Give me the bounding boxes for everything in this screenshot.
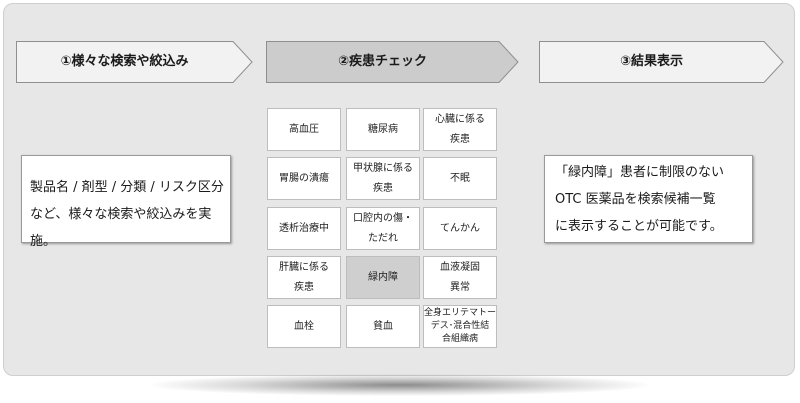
step-arrow-shape xyxy=(16,41,253,83)
step-result: ③結果表示 xyxy=(539,41,784,83)
disease-cell[interactable]: 透析治療中 xyxy=(267,207,341,250)
step-result-label: ③結果表示 xyxy=(619,54,683,69)
disease-cell[interactable]: 高血圧 xyxy=(267,108,341,151)
step-disease-check-label: ②疾患チェック xyxy=(337,54,427,69)
disease-cell[interactable]: 糖尿病 xyxy=(346,108,420,151)
result-description-line: OTC 医薬品を検索候補一覧 xyxy=(555,192,716,207)
step-disease-check: ②疾患チェック xyxy=(266,41,519,83)
step-arrow-shape xyxy=(539,41,784,83)
disease-cell[interactable]: 肝臓に係る 疾患 xyxy=(267,256,341,299)
panel-shadow xyxy=(150,374,650,396)
step-arrow-shape xyxy=(266,41,519,83)
disease-cell[interactable]: 不眠 xyxy=(423,157,497,200)
disease-cell[interactable]: 貧血 xyxy=(346,305,420,348)
search-description-box: 製品名 / 剤型 / 分類 / リスク区分 など、様々な検索や絞込みを実施。 xyxy=(21,155,231,249)
disease-cell[interactable]: 口腔内の傷・ ただれ xyxy=(346,207,420,250)
step-search: ①様々な検索や絞込み xyxy=(16,41,253,83)
disease-cell[interactable]: 甲状腺に係る 疾患 xyxy=(346,157,420,200)
disease-cell[interactable]: 胃腸の潰瘍 xyxy=(267,157,341,200)
disease-cell[interactable]: 全身エリテマトー デス･混合性結 合組織病 xyxy=(423,305,497,348)
disease-cell[interactable]: 緑内障 xyxy=(346,256,420,299)
disease-cell[interactable]: 心臓に係る 疾患 xyxy=(423,108,497,151)
result-description-line: に表示することが可能です。 xyxy=(555,219,723,234)
search-description-line: など、様々な検索や絞込みを実施。 xyxy=(30,207,212,249)
disease-cell[interactable]: 血液凝固 異常 xyxy=(423,256,497,299)
disease-cell[interactable]: てんかん xyxy=(423,207,497,250)
step-search-label: ①様々な検索や絞込み xyxy=(60,54,189,69)
result-description-line: 「緑内障」患者に制限のない xyxy=(555,165,725,180)
search-description-line: 製品名 / 剤型 / 分類 / リスク区分 xyxy=(30,180,224,195)
result-description-box: 「緑内障」患者に制限のない OTC 医薬品を検索候補一覧 に表示することが可能で… xyxy=(544,155,753,243)
disease-cell[interactable]: 血栓 xyxy=(267,305,341,348)
